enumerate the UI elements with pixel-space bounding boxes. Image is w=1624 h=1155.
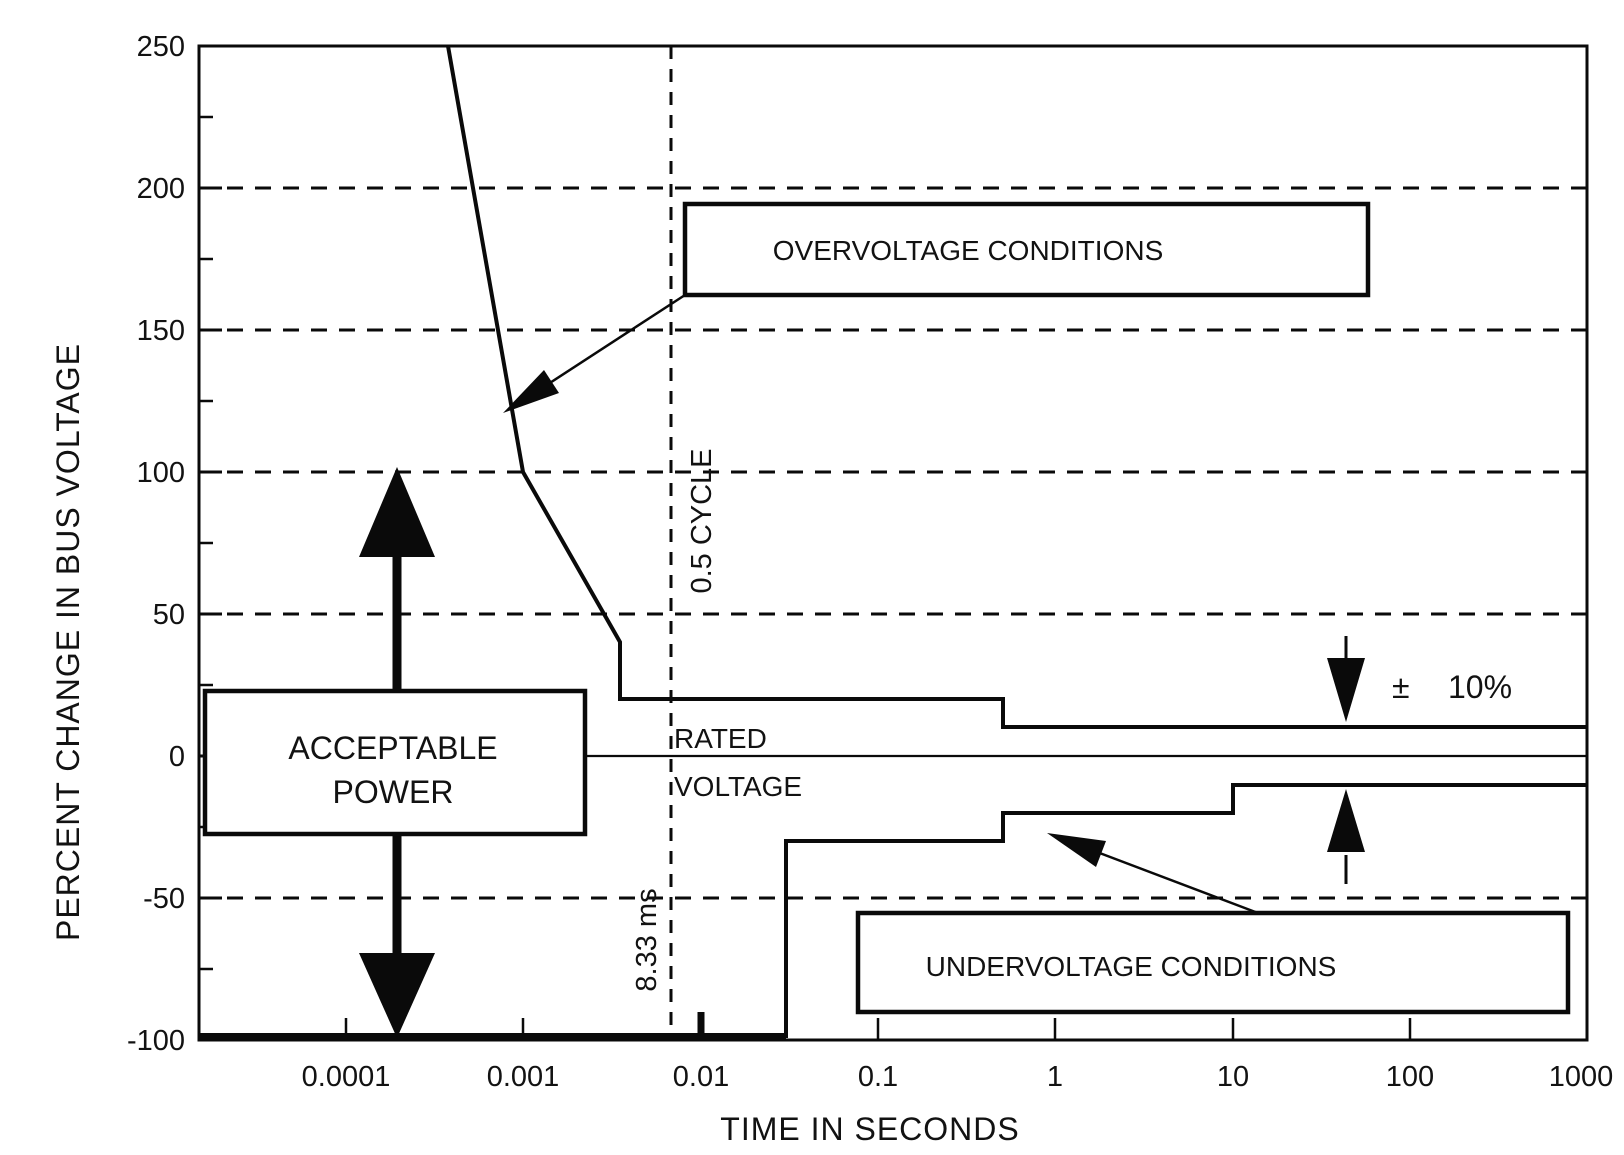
acceptable-power-down-arrowhead-icon [359,953,435,1038]
y-tick-label-200: 200 [137,173,185,205]
x-tick-label-1000: 1000 [1549,1061,1614,1093]
undervoltage-envelope-line [784,783,1587,1038]
overvoltage-conditions-label: OVERVOLTAGE CONDITIONS [773,235,1164,266]
undervoltage-leader-arrowhead-icon [1047,833,1106,867]
x-tick-label-10: 10 [1217,1061,1249,1093]
undervoltage-conditions-label: UNDERVOLTAGE CONDITIONS [926,951,1337,982]
y-tick-label-100: 100 [137,457,185,489]
acceptable-power-up-arrowhead-icon [359,467,435,557]
tolerance-up-arrowhead-icon [1327,789,1365,852]
y-tick-label-50: 50 [153,599,185,631]
rated-voltage-label-line2: VOLTAGE [674,771,802,802]
tolerance-value-label: 10% [1448,669,1512,705]
x-tick-label-0p001: 0.001 [487,1061,560,1093]
x-tick-label-0p1: 0.1 [858,1061,898,1093]
x-tick-label-0p01: 0.01 [673,1061,729,1093]
acceptable-power-label-line2: POWER [333,774,454,810]
undervoltage-conditions-box [855,910,1571,1015]
y-tick-label-m50: -50 [143,883,185,915]
overvoltage-conditions-box [682,201,1371,298]
ms-marker-label: 8.33 ms [631,888,663,991]
y-tick-label-150: 150 [137,315,185,347]
tolerance-pm-sign: ± [1392,669,1410,705]
x-tick-label-1: 1 [1047,1061,1063,1093]
x-axis-title: TIME IN SECONDS [720,1111,1019,1147]
tolerance-down-arrowhead-icon [1327,658,1365,722]
y-tick-label-250: 250 [137,31,185,63]
half-cycle-label: 0.5 CYCLE [686,448,718,593]
x-tick-labels: 0.0001 0.001 0.01 0.1 1 10 100 1000 [302,1061,1614,1093]
acceptable-power-label-line1: ACCEPTABLE [288,730,497,766]
y-tick-labels: 250 200 150 100 50 0 -50 -100 [127,31,185,1057]
x-tick-label-100: 100 [1386,1061,1434,1093]
x-axis-ticks [344,1018,1412,1040]
overvoltage-leader-arrowhead-icon [503,370,559,413]
x-tick-label-0p0001: 0.0001 [302,1061,391,1093]
y-tick-label-0: 0 [169,741,185,773]
acceptable-power-box [202,688,588,837]
y-axis-title: PERCENT CHANGE IN BUS VOLTAGE [50,343,86,941]
rated-voltage-label-line1: RATED [674,723,767,754]
overvoltage-envelope-line [446,45,1587,729]
y-tick-label-m100: -100 [127,1025,185,1057]
y-axis-minor-ticks [199,115,213,971]
